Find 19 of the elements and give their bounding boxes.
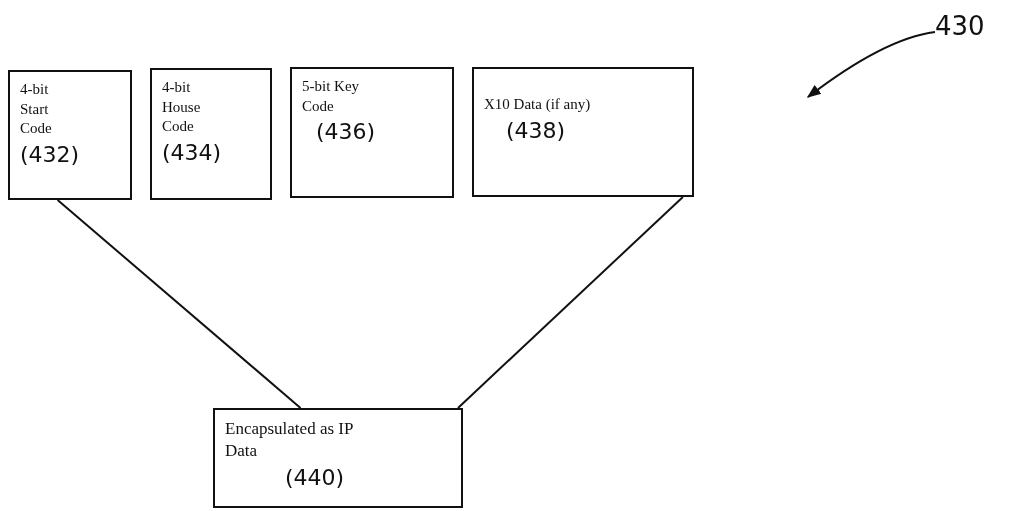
- field-label: X10 Data (if any): [484, 95, 592, 114]
- field-box: [213, 408, 463, 508]
- field-box: [290, 67, 454, 198]
- reference-number: (436): [316, 118, 376, 146]
- field-label: Encapsulated as IP Data: [225, 418, 354, 463]
- connector-line: [457, 196, 684, 409]
- reference-number: (438): [506, 116, 566, 145]
- field-box: [150, 68, 272, 200]
- reference-number: (440): [285, 464, 345, 493]
- field-label: 4-bit House Code: [162, 78, 202, 136]
- connector-line: [56, 199, 302, 409]
- reference-number: 430: [935, 10, 985, 43]
- field-box: [8, 70, 132, 200]
- leader-line: [806, 31, 936, 98]
- field-label: 5-bit Key Code: [302, 77, 361, 116]
- field-box: [472, 67, 694, 197]
- field-label: 4-bit Start Code: [20, 80, 53, 138]
- reference-number: (432): [20, 140, 80, 169]
- reference-number: (434): [162, 138, 222, 167]
